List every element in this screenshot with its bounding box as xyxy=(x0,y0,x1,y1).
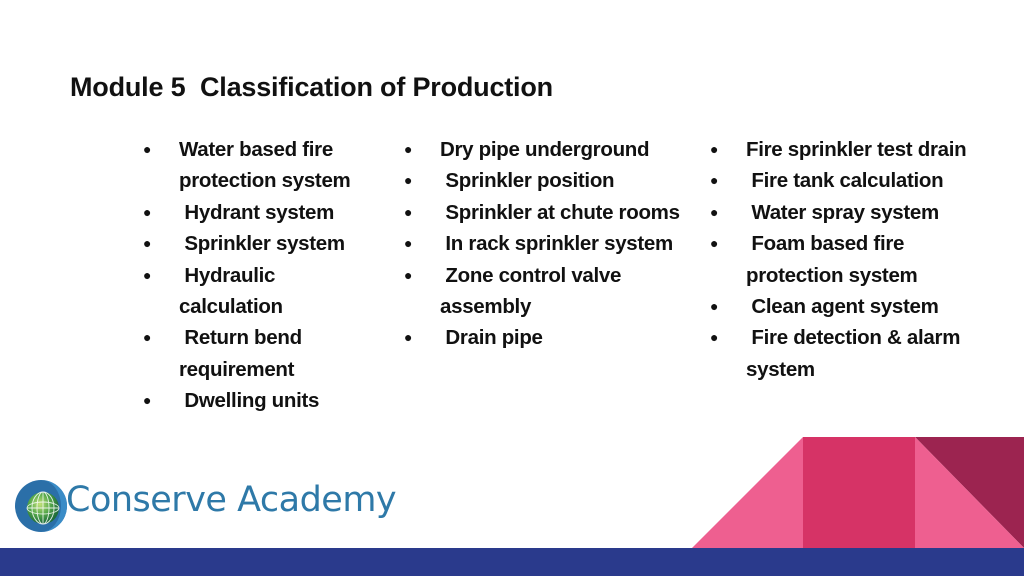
pink-triangle-right xyxy=(915,437,1024,548)
bullet-icon: ● xyxy=(404,141,413,157)
bullet-icon: ● xyxy=(143,203,152,220)
list-item-text: Sprinkler at chute rooms xyxy=(440,200,680,224)
bullet-column-3: ● Fire sprinkler test drain ● Fire tank c… xyxy=(710,134,1000,385)
bullet-icon: ● xyxy=(710,141,719,157)
list-item-text: Sprinkler system xyxy=(179,232,345,256)
list-item: ● Sprinkler at chute rooms xyxy=(404,197,694,228)
list-item-text: Hydraulic calculation xyxy=(179,263,283,319)
list-item: ● In rack sprinkler system xyxy=(404,228,694,259)
bullet-icon: ● xyxy=(404,266,413,283)
list-item-text: Return bend requirement xyxy=(179,326,308,381)
bullet-icon: ● xyxy=(143,141,152,157)
list-item-text: Drain pipe xyxy=(440,326,543,350)
bullet-icon: ● xyxy=(143,266,152,283)
bullet-column-2: ● Dry pipe underground ● Sprinkler positi… xyxy=(404,134,694,354)
list-item: ● Fire detection & alarm system xyxy=(710,322,1000,385)
list-item: ● Dry pipe underground xyxy=(404,134,694,165)
list-item: ● Zone control valve assembly xyxy=(404,260,694,323)
list-item-text: Dwelling units xyxy=(179,389,320,413)
list-item: ● Sprinkler system xyxy=(143,228,358,259)
pink-triangle-left xyxy=(692,437,803,548)
list-item: ● Sprinkler position xyxy=(404,165,694,196)
slide-title: Module 5 Classification of Production xyxy=(70,72,553,102)
list-item-text: Clean agent system xyxy=(746,295,939,319)
list-item: ● Foam based fire protection system xyxy=(710,228,1000,291)
list-item-text: Zone control valve assembly xyxy=(440,263,627,319)
list-item-text: In rack sprinkler system xyxy=(440,232,673,256)
list-item-text: Fire detection & alarm system xyxy=(746,326,966,381)
globe-icon xyxy=(15,480,67,532)
bullet-column-1: ● Water based fire protection system ● Hy… xyxy=(143,134,358,417)
bullet-icon: ● xyxy=(404,172,413,189)
bullet-icon: ● xyxy=(143,392,152,409)
list-item: ● Fire tank calculation xyxy=(710,165,1000,196)
logo-text: Conserve Academy xyxy=(66,480,397,520)
pink-block-center xyxy=(803,437,915,548)
bullet-icon: ● xyxy=(404,203,413,220)
list-item: ● Drain pipe xyxy=(404,322,694,353)
bullet-icon: ● xyxy=(710,203,719,220)
footer-band xyxy=(0,548,1024,576)
bullet-icon: ● xyxy=(143,329,152,346)
list-item: ● Water based fire protection system xyxy=(143,134,358,197)
list-item-text: Fire sprinkler test drain xyxy=(746,138,967,161)
list-item-text: Water spray system xyxy=(746,200,939,224)
list-item: ● Return bend requirement xyxy=(143,322,358,385)
list-item-text: Water based fire protection system xyxy=(179,138,351,193)
list-item: ● Dwelling units xyxy=(143,385,358,416)
list-item-text: Hydrant system xyxy=(179,200,335,224)
list-item-text: Sprinkler position xyxy=(440,169,615,193)
list-item: ● Hydrant system xyxy=(143,197,358,228)
list-item: ● Hydraulic calculation xyxy=(143,260,358,323)
bullet-icon: ● xyxy=(404,329,413,346)
list-item-text: Dry pipe underground xyxy=(440,138,650,161)
list-item-text: Fire tank calculation xyxy=(746,169,944,193)
bullet-icon: ● xyxy=(710,235,719,252)
bullet-icon: ● xyxy=(710,172,719,189)
bullet-icon: ● xyxy=(404,235,413,252)
list-item-text: Foam based fire protection system xyxy=(746,232,918,287)
bullet-icon: ● xyxy=(710,298,719,315)
list-item: ● Fire sprinkler test drain xyxy=(710,134,1000,165)
list-item: ● Clean agent system xyxy=(710,291,1000,322)
list-item: ● Water spray system xyxy=(710,197,1000,228)
bullet-icon: ● xyxy=(710,329,719,346)
bullet-icon: ● xyxy=(143,235,152,252)
